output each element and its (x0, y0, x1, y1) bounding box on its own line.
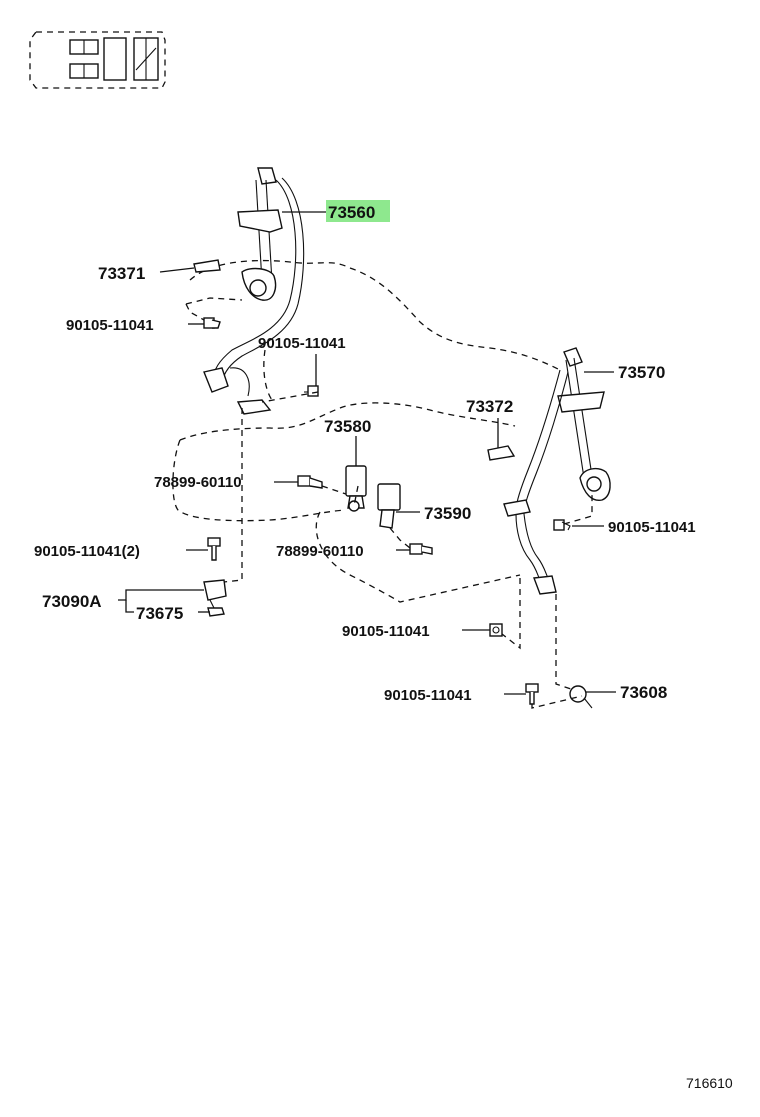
bolt-90105-b (304, 385, 319, 397)
label-73090a[interactable]: 73090A (42, 592, 102, 611)
bolt-90105-d (207, 537, 221, 561)
rear-seat-outline (172, 259, 561, 603)
bolt-90105-c (553, 519, 571, 531)
label-90105-d[interactable]: 90105-11041(2) (34, 543, 140, 560)
bolt-78899-a (297, 475, 323, 489)
anchor-73090a (203, 579, 227, 617)
right-retractor-belt-73570 (503, 347, 611, 595)
buckle-73590 (377, 483, 401, 529)
highlight-73560 (326, 200, 390, 222)
connection-dashes (185, 297, 593, 709)
bolt-78899-b (409, 543, 433, 555)
label-90105-e[interactable]: 90105-11041 (342, 623, 430, 640)
label-90105-f[interactable]: 90105-11041 (384, 687, 472, 704)
label-73560[interactable]: 73560 (328, 203, 375, 222)
cover-73372 (487, 445, 516, 461)
vehicle-seat-layout-icon (29, 31, 166, 89)
label-73372[interactable]: 73372 (466, 397, 513, 416)
label-78899-b[interactable]: 78899-60110 (276, 543, 364, 560)
label-73371[interactable]: 73371 (98, 264, 145, 283)
cover-73371 (193, 259, 221, 273)
label-73675[interactable]: 73675 (136, 604, 183, 623)
label-90105-c[interactable]: 90105-11041 (608, 519, 696, 536)
bolt-90105-a (203, 317, 221, 329)
anchor-73608 (569, 685, 593, 709)
label-73590[interactable]: 73590 (424, 504, 471, 523)
bolt-90105-e (489, 623, 503, 637)
label-73608[interactable]: 73608 (620, 683, 667, 702)
bolt-90105-f (525, 683, 539, 705)
leader-lines (118, 211, 616, 695)
label-73570[interactable]: 73570 (618, 363, 665, 382)
label-78899-a[interactable]: 78899-60110 (154, 474, 242, 491)
left-retractor-belt-73560 (203, 167, 305, 415)
label-90105-a[interactable]: 90105-11041 (66, 317, 154, 334)
label-73580[interactable]: 73580 (324, 417, 371, 436)
diagram-number: 716610 (686, 1075, 733, 1091)
label-90105-b[interactable]: 90105-11041 (258, 335, 346, 352)
buckle-73580 (345, 465, 367, 512)
